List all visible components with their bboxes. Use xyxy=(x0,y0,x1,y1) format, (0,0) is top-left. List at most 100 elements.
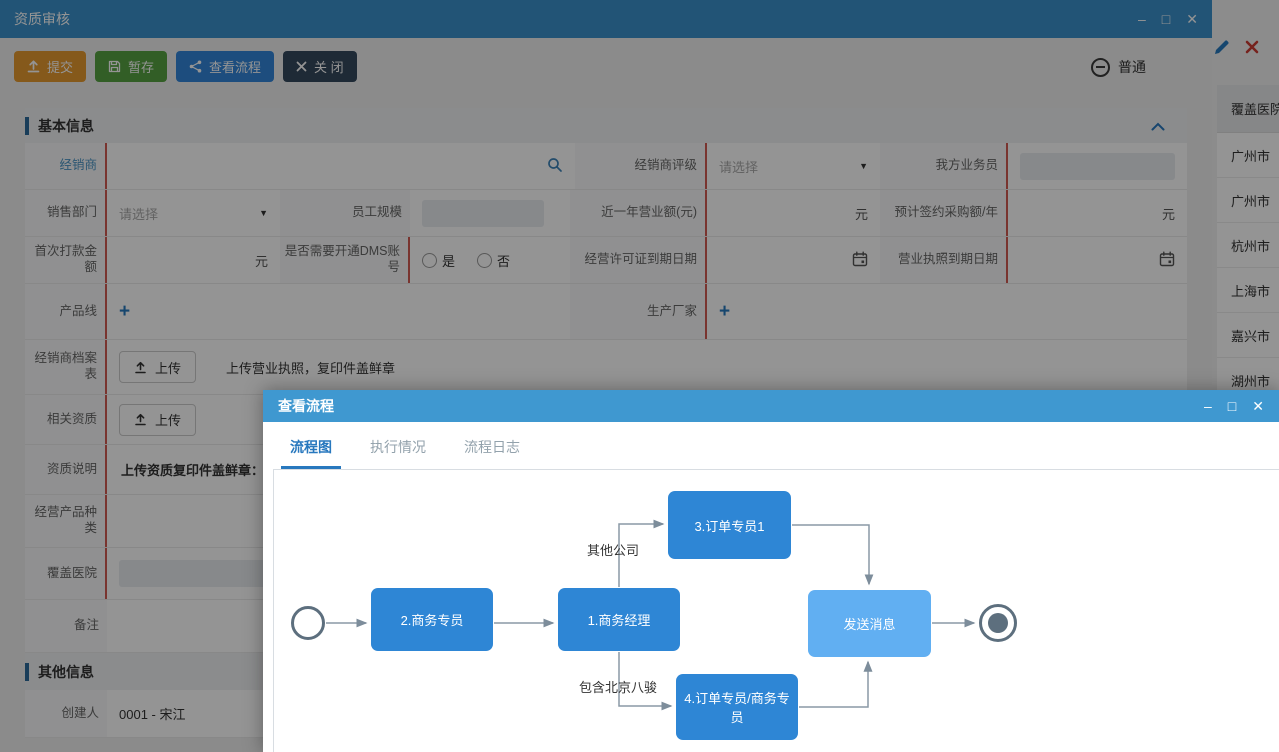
archive-hint: 上传营业执照，复印件盖鲜章 xyxy=(226,360,396,376)
side-panel-header: 覆盖医院 xyxy=(1217,85,1279,133)
our-salesman-field xyxy=(1008,143,1187,189)
priority-selector[interactable]: 普通 xyxy=(1091,52,1146,82)
edge-label-other-company: 其他公司 xyxy=(587,543,640,558)
upload-quals-button[interactable]: 上传 xyxy=(119,403,197,436)
creator-label: 创建人 xyxy=(25,690,107,737)
section-accent-bar xyxy=(25,116,29,135)
maximize-icon[interactable]: □ xyxy=(1161,11,1171,27)
calendar-icon[interactable] xyxy=(1159,251,1175,270)
product-line-field: + xyxy=(107,284,570,339)
priority-normal-icon xyxy=(1091,57,1110,77)
save-draft-button[interactable]: 暂存 xyxy=(95,51,168,82)
x-icon xyxy=(296,61,307,72)
minimize-icon[interactable]: – xyxy=(1138,11,1146,27)
flow-end-event xyxy=(979,604,1017,642)
upload-archive-button[interactable]: 上传 xyxy=(119,351,197,383)
form-row-first-payment: 首次打款金额 元 是否需要开通DMS账号 是 否 经营许可证到期日期 xyxy=(25,237,1187,284)
search-icon[interactable] xyxy=(547,157,563,176)
yuan-suffix: 元 xyxy=(854,206,868,222)
tab-execution-status[interactable]: 执行情况 xyxy=(370,439,426,455)
add-product-line-button[interactable]: + xyxy=(119,301,131,322)
list-item[interactable]: 广州市 xyxy=(1217,133,1279,178)
staff-size-label: 员工规模 xyxy=(280,190,410,236)
license-expiry-field[interactable] xyxy=(707,237,880,283)
priority-label: 普通 xyxy=(1118,59,1146,75)
sales-dept-label: 销售部门 xyxy=(25,190,107,236)
upload-icon xyxy=(135,413,146,426)
add-manufacturer-button[interactable]: + xyxy=(719,301,731,322)
qual-desc-label: 资质说明 xyxy=(25,445,107,494)
staff-size-input[interactable] xyxy=(422,199,544,227)
floppy-icon xyxy=(108,60,121,73)
covered-hospitals-label: 覆盖医院 xyxy=(25,548,107,599)
tab-flow-diagram[interactable]: 流程图 xyxy=(281,437,341,469)
covered-hospitals-panel: 覆盖医院 广州市 广州市 杭州市 上海市 嘉兴市 湖州市 xyxy=(1217,85,1279,403)
list-item[interactable]: 广州市 xyxy=(1217,178,1279,223)
delete-x-icon[interactable] xyxy=(1245,40,1259,59)
upload-icon xyxy=(135,361,146,373)
form-row-sales-dept: 销售部门 请选择 ▼ 员工规模 近一年营业额(元) 元 预计签约采购额/年 元 xyxy=(25,190,1187,237)
modal-titlebar: 查看流程 – □ ✕ xyxy=(263,390,1279,422)
list-item[interactable]: 上海市 xyxy=(1217,268,1279,313)
dealer-field[interactable] xyxy=(107,143,575,189)
annual-revenue-field[interactable]: 元 xyxy=(707,190,880,236)
manufacturer-label: 生产厂家 xyxy=(570,284,707,339)
qualification-form: 基本信息 经销商 经销商评级 请选择 ▼ 我方 xyxy=(25,108,1187,738)
tab-process-log[interactable]: 流程日志 xyxy=(464,439,520,455)
minimize-icon[interactable]: – xyxy=(1204,398,1212,414)
our-salesman-input[interactable] xyxy=(1020,152,1175,180)
expected-purchase-label: 预计签约采购额/年 xyxy=(880,190,1008,236)
share-icon xyxy=(189,60,202,73)
view-process-modal: 查看流程 – □ ✕ 流程图 执行情况 流程日志 xyxy=(263,390,1279,752)
chevron-up-icon[interactable] xyxy=(1151,118,1165,136)
creator-field: 0001 - 宋江 xyxy=(107,690,1187,737)
maximize-icon[interactable]: □ xyxy=(1227,398,1237,414)
toolbar: 提交 暂存 查看流程 关 闭 普通 xyxy=(0,38,1212,95)
flow-node-business-manager: 1.商务经理 xyxy=(558,588,680,651)
business-license-expiry-label: 营业执照到期日期 xyxy=(880,237,1008,283)
radio-yes[interactable]: 是 xyxy=(422,251,455,270)
edge-label-beijing-bajun: 包含北京八骏 xyxy=(579,680,658,695)
flow-node-order-specialist1: 3.订单专员1 xyxy=(668,491,791,559)
close-icon[interactable]: ✕ xyxy=(1186,11,1198,27)
flow-start-event xyxy=(291,606,325,640)
form-row-dealer: 经销商 经销商评级 请选择 ▼ 我方业务员 xyxy=(25,143,1187,190)
yuan-suffix: 元 xyxy=(1161,206,1175,222)
qual-desc-field: 上传资质复印件盖鲜章：1 xyxy=(107,445,1187,494)
flow-canvas: 2.商务专员 1.商务经理 3.订单专员1 4.订单专员/商务专员 发送消息 其… xyxy=(273,469,1279,752)
related-quals-label: 相关资质 xyxy=(25,395,107,444)
modal-title: 查看流程 xyxy=(278,398,334,414)
view-process-button[interactable]: 查看流程 xyxy=(176,51,275,82)
qual-desc-text: 上传资质复印件盖鲜章：1 xyxy=(121,463,272,478)
close-icon[interactable]: ✕ xyxy=(1252,398,1264,414)
flow-edges xyxy=(326,519,976,711)
section-basic-info[interactable]: 基本信息 xyxy=(25,108,1187,143)
first-payment-label: 首次打款金额 xyxy=(25,237,107,283)
staff-size-field xyxy=(410,190,570,236)
dealer-rating-label: 经销商评级 xyxy=(575,143,707,189)
submit-button[interactable]: 提交 xyxy=(14,51,87,82)
upload-icon xyxy=(27,60,40,73)
flow-node-order-business-specialist: 4.订单专员/商务专员 xyxy=(676,674,798,740)
flow-node-send-message: 发送消息 xyxy=(808,590,931,657)
flow-node-business-specialist: 2.商务专员 xyxy=(371,588,493,651)
list-item[interactable]: 杭州市 xyxy=(1217,223,1279,268)
dms-account-field: 是 否 xyxy=(410,237,570,283)
window-titlebar: 资质审核 – □ ✕ xyxy=(0,0,1212,38)
manufacturer-field: + xyxy=(707,284,1187,339)
our-salesman-label: 我方业务员 xyxy=(880,143,1008,189)
close-form-button[interactable]: 关 闭 xyxy=(283,51,357,82)
window-title: 资质审核 xyxy=(14,11,70,27)
list-item[interactable]: 嘉兴市 xyxy=(1217,313,1279,358)
radio-circle-icon xyxy=(477,252,493,268)
radio-no[interactable]: 否 xyxy=(477,251,510,270)
edit-pencil-icon[interactable] xyxy=(1213,38,1231,61)
dealer-rating-select[interactable]: 请选择 ▼ xyxy=(719,159,868,175)
expected-purchase-field[interactable]: 元 xyxy=(1008,190,1187,236)
business-license-expiry-field[interactable] xyxy=(1008,237,1187,283)
modal-tabs: 流程图 执行情况 流程日志 xyxy=(263,422,1279,469)
first-payment-field[interactable]: 元 xyxy=(107,237,280,283)
sales-dept-select[interactable]: 请选择 ▼ xyxy=(119,206,268,222)
calendar-icon[interactable] xyxy=(852,251,868,270)
